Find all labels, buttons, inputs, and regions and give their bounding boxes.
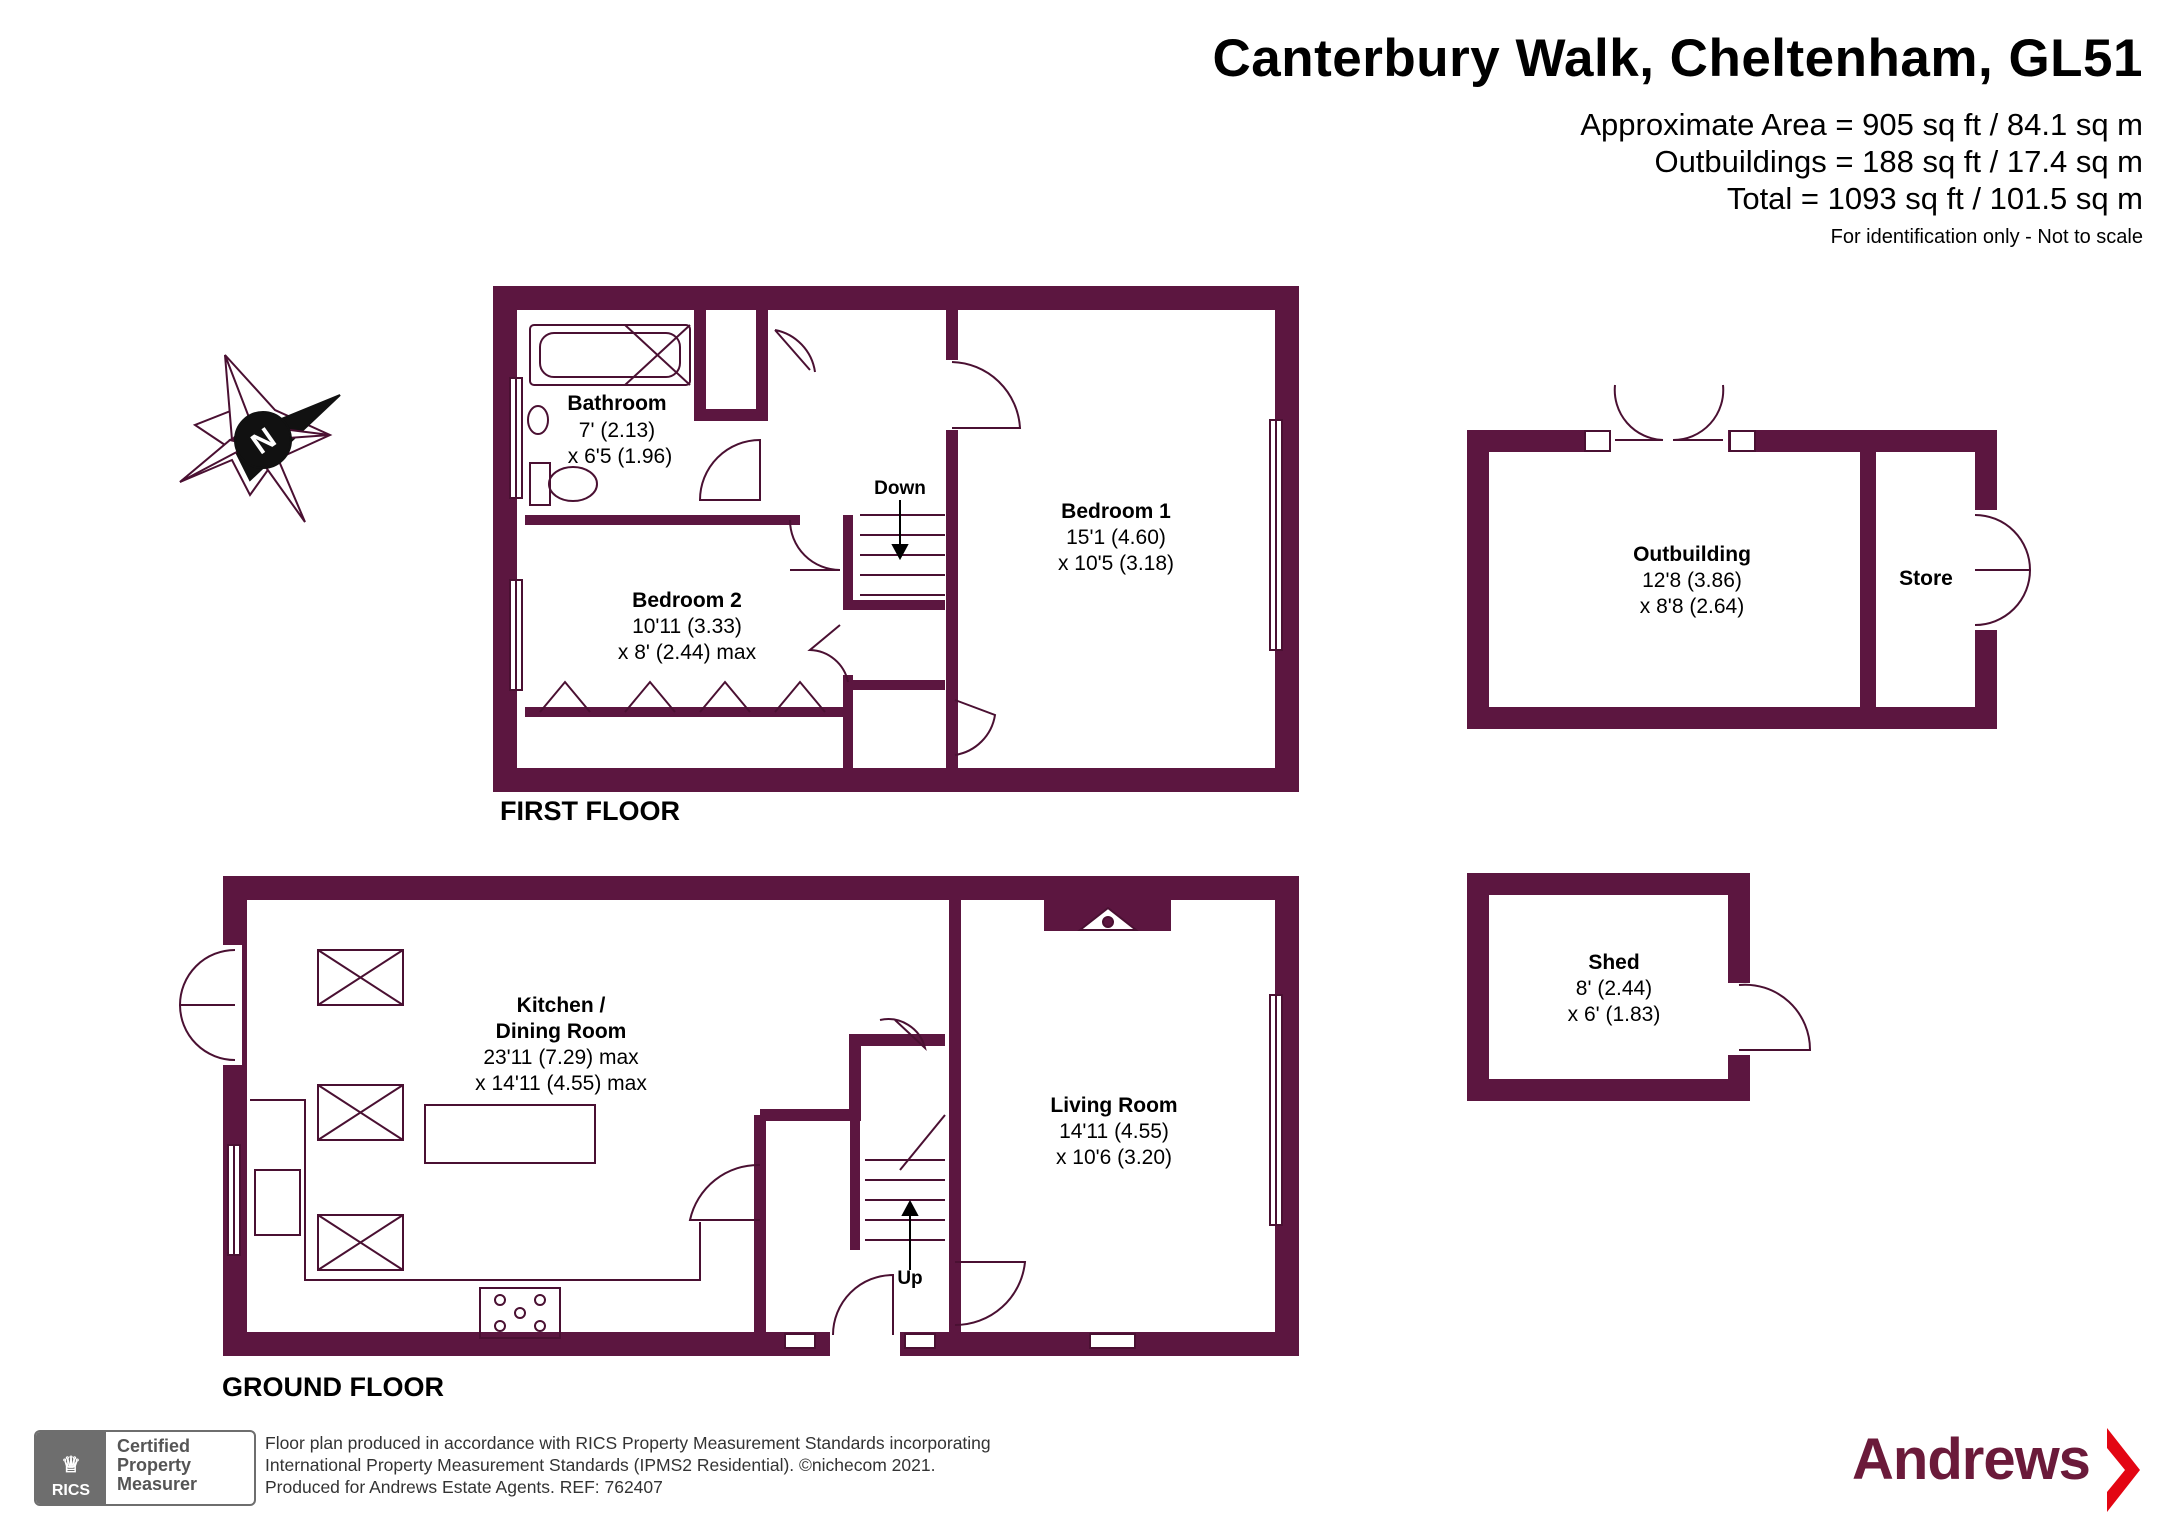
shed-dim2: x 6' (1.83) xyxy=(1568,1003,1661,1026)
living-room-dim2: x 10'6 (3.20) xyxy=(1056,1146,1172,1169)
bathroom-dim1: 7' (2.13) xyxy=(579,419,655,442)
footer-line-3: Produced for Andrews Estate Agents. REF:… xyxy=(265,1477,663,1497)
lion-crest-icon: ♕ xyxy=(61,1452,81,1477)
andrews-logo: Andrews xyxy=(1852,1427,2091,1492)
rics-org-text: RICS xyxy=(51,1482,91,1499)
approx-area: Approximate Area = 905 sq ft / 84.1 sq m xyxy=(1580,107,2143,142)
compass-icon xyxy=(179,354,341,523)
rics-badge-line2: Property xyxy=(117,1455,192,1475)
kitchen-label-1: Kitchen / xyxy=(517,994,606,1017)
rics-logo-icon: ♕ RICS xyxy=(36,1432,106,1504)
stairs-down-label: Down xyxy=(874,478,926,499)
shed-label: Shed xyxy=(1588,951,1639,974)
rics-badge: ♕ RICS Certified Property Measurer xyxy=(34,1430,256,1506)
shed-dim1: 8' (2.44) xyxy=(1576,977,1652,1000)
stairs-up-label: Up xyxy=(897,1268,922,1289)
bathroom-label: Bathroom xyxy=(567,392,666,415)
bedroom1-dim2: x 10'5 (3.18) xyxy=(1058,552,1174,575)
rics-badge-line3: Measurer xyxy=(117,1474,198,1494)
living-room-label: Living Room xyxy=(1050,1094,1177,1117)
brand-chevron-icon xyxy=(2107,1428,2140,1512)
living-room-dim1: 14'11 (4.55) xyxy=(1059,1120,1169,1143)
shed-plan xyxy=(1467,873,1812,1101)
footer-line-2: International Property Measurement Stand… xyxy=(265,1455,936,1475)
bathroom-dim2: x 6'5 (1.96) xyxy=(568,445,672,468)
property-title: Canterbury Walk, Cheltenham, GL51 xyxy=(1212,29,2143,88)
scale-disclaimer: For identification only - Not to scale xyxy=(1830,226,2143,248)
bedroom2-dim1: 10'11 (3.33) xyxy=(632,615,742,638)
total-area: Total = 1093 sq ft / 101.5 sq m xyxy=(1726,181,2143,216)
ground-floor-plan xyxy=(178,876,1299,1356)
kitchen-label-2: Dining Room xyxy=(496,1020,627,1043)
outbuilding-dim2: x 8'8 (2.64) xyxy=(1640,595,1744,618)
outbuilding-dim1: 12'8 (3.86) xyxy=(1642,569,1742,592)
bedroom2-dim2: x 8' (2.44) max xyxy=(618,641,757,664)
store-label: Store xyxy=(1899,567,1953,590)
footer-line-1: Floor plan produced in accordance with R… xyxy=(265,1433,991,1453)
first-floor-plan xyxy=(493,286,1299,792)
footer-disclaimer: Floor plan produced in accordance with R… xyxy=(265,1432,991,1498)
ground-floor-label: GROUND FLOOR xyxy=(222,1372,444,1402)
bedroom1-label: Bedroom 1 xyxy=(1061,500,1171,523)
bedroom2-label: Bedroom 2 xyxy=(632,589,742,612)
rics-badge-line1: Certified xyxy=(117,1436,191,1456)
outbuilding-label: Outbuilding xyxy=(1633,543,1751,566)
outbuilding-plan xyxy=(1467,384,2032,729)
first-floor-label: FIRST FLOOR xyxy=(500,796,680,826)
kitchen-dim1: 23'11 (7.29) max xyxy=(483,1046,639,1069)
kitchen-dim2: x 14'11 (4.55) max xyxy=(475,1072,647,1095)
bedroom1-dim1: 15'1 (4.60) xyxy=(1066,526,1166,549)
outbuildings-area: Outbuildings = 188 sq ft / 17.4 sq m xyxy=(1654,144,2143,179)
